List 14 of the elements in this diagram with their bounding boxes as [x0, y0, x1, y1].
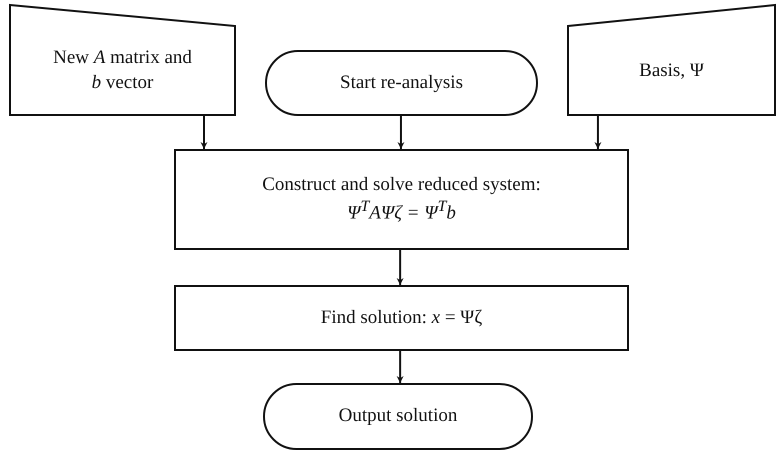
node-label: Construct and solve reduced system: [262, 172, 541, 197]
process-box [174, 285, 629, 351]
arrow [200, 116, 208, 149]
node-label: Basis, Ψ [639, 58, 704, 83]
node-label: New A matrix and b vector [53, 46, 192, 95]
arrow [396, 351, 404, 383]
node-label: Find solution: x = Ψζ [320, 306, 482, 330]
process-box [174, 149, 629, 250]
arrow [396, 250, 404, 285]
node-label: Start re-analysis [340, 70, 463, 95]
equation: Ψ$^{T}$AΨζ = Ψ$^{T}$b [347, 197, 456, 226]
arrow [594, 116, 602, 149]
arrow [397, 116, 404, 149]
node-label: Output solution [338, 404, 458, 428]
